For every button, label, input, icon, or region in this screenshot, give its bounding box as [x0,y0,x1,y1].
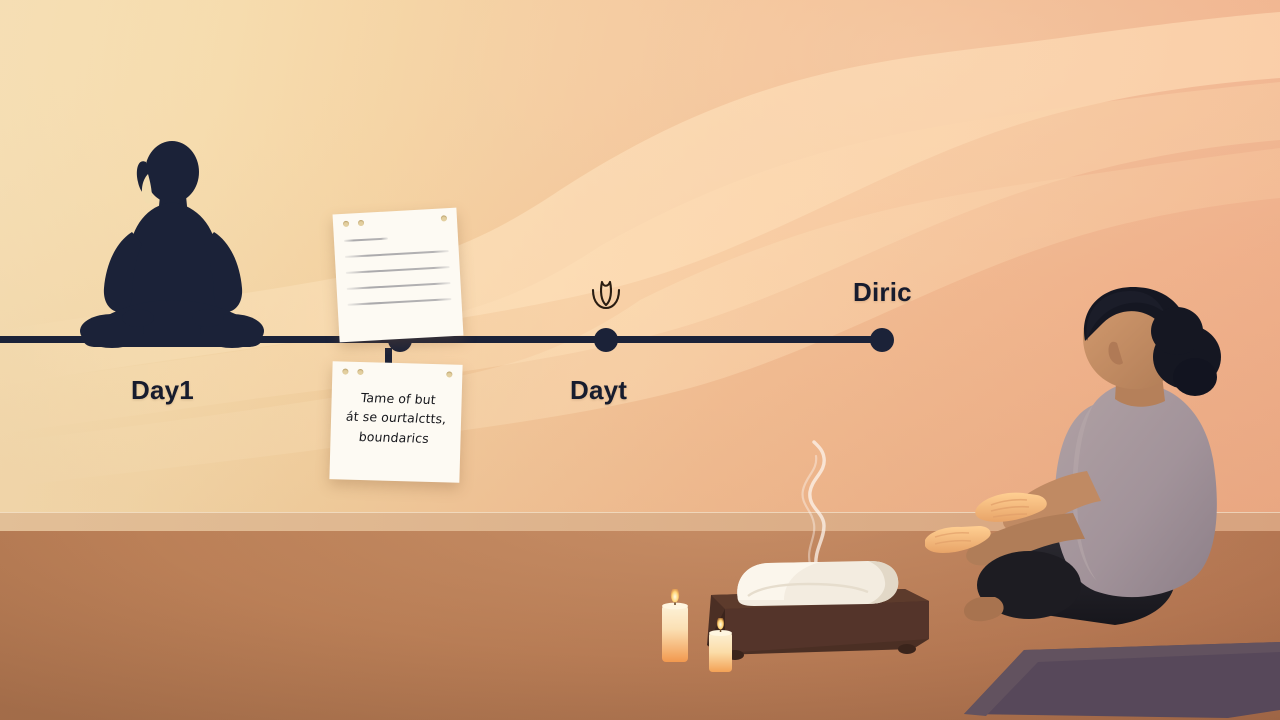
handwritten-note-text: Tame of but át se ourtalctts, boundarics [336,387,457,448]
note-holes [342,368,364,376]
timeline-axis [0,336,884,343]
note-rule-lines [343,234,452,320]
note-holes [342,219,365,227]
note-rule [343,237,388,242]
note-line-2: át se ourtalctts, [345,408,448,427]
incense-smoke [801,440,826,570]
note-hole [440,215,448,222]
note-hole [342,220,350,227]
note-rule [346,282,451,290]
lotus-icon [591,280,621,310]
note-hole [357,368,364,376]
note-rule [345,266,450,274]
timeline-label-dayt: Dayt [570,375,628,405]
note-rule [344,250,449,258]
timeline-label-diric: Diric [853,277,912,307]
note-hole [342,368,349,375]
note-hole [357,219,365,227]
note-line-3: boundarics [358,428,430,446]
yoga-mat [964,642,1280,718]
timeline-node-3[interactable] [870,328,894,352]
note-hole [446,371,453,378]
timeline-label-day1: Day1 [131,375,194,405]
blank-lined-note[interactable] [332,207,464,343]
meditating-woman [925,287,1221,625]
pillar-candle-large [662,589,688,662]
timeline-node-2[interactable] [594,328,618,352]
rolled-towel [737,560,899,606]
note-rule [347,298,452,306]
pillar-candle-small [709,618,732,672]
background-wave-decoration [0,12,1280,488]
handwritten-note[interactable]: Tame of but át se ourtalctts, boundarics [329,361,463,483]
meditating-silhouette [80,141,264,348]
